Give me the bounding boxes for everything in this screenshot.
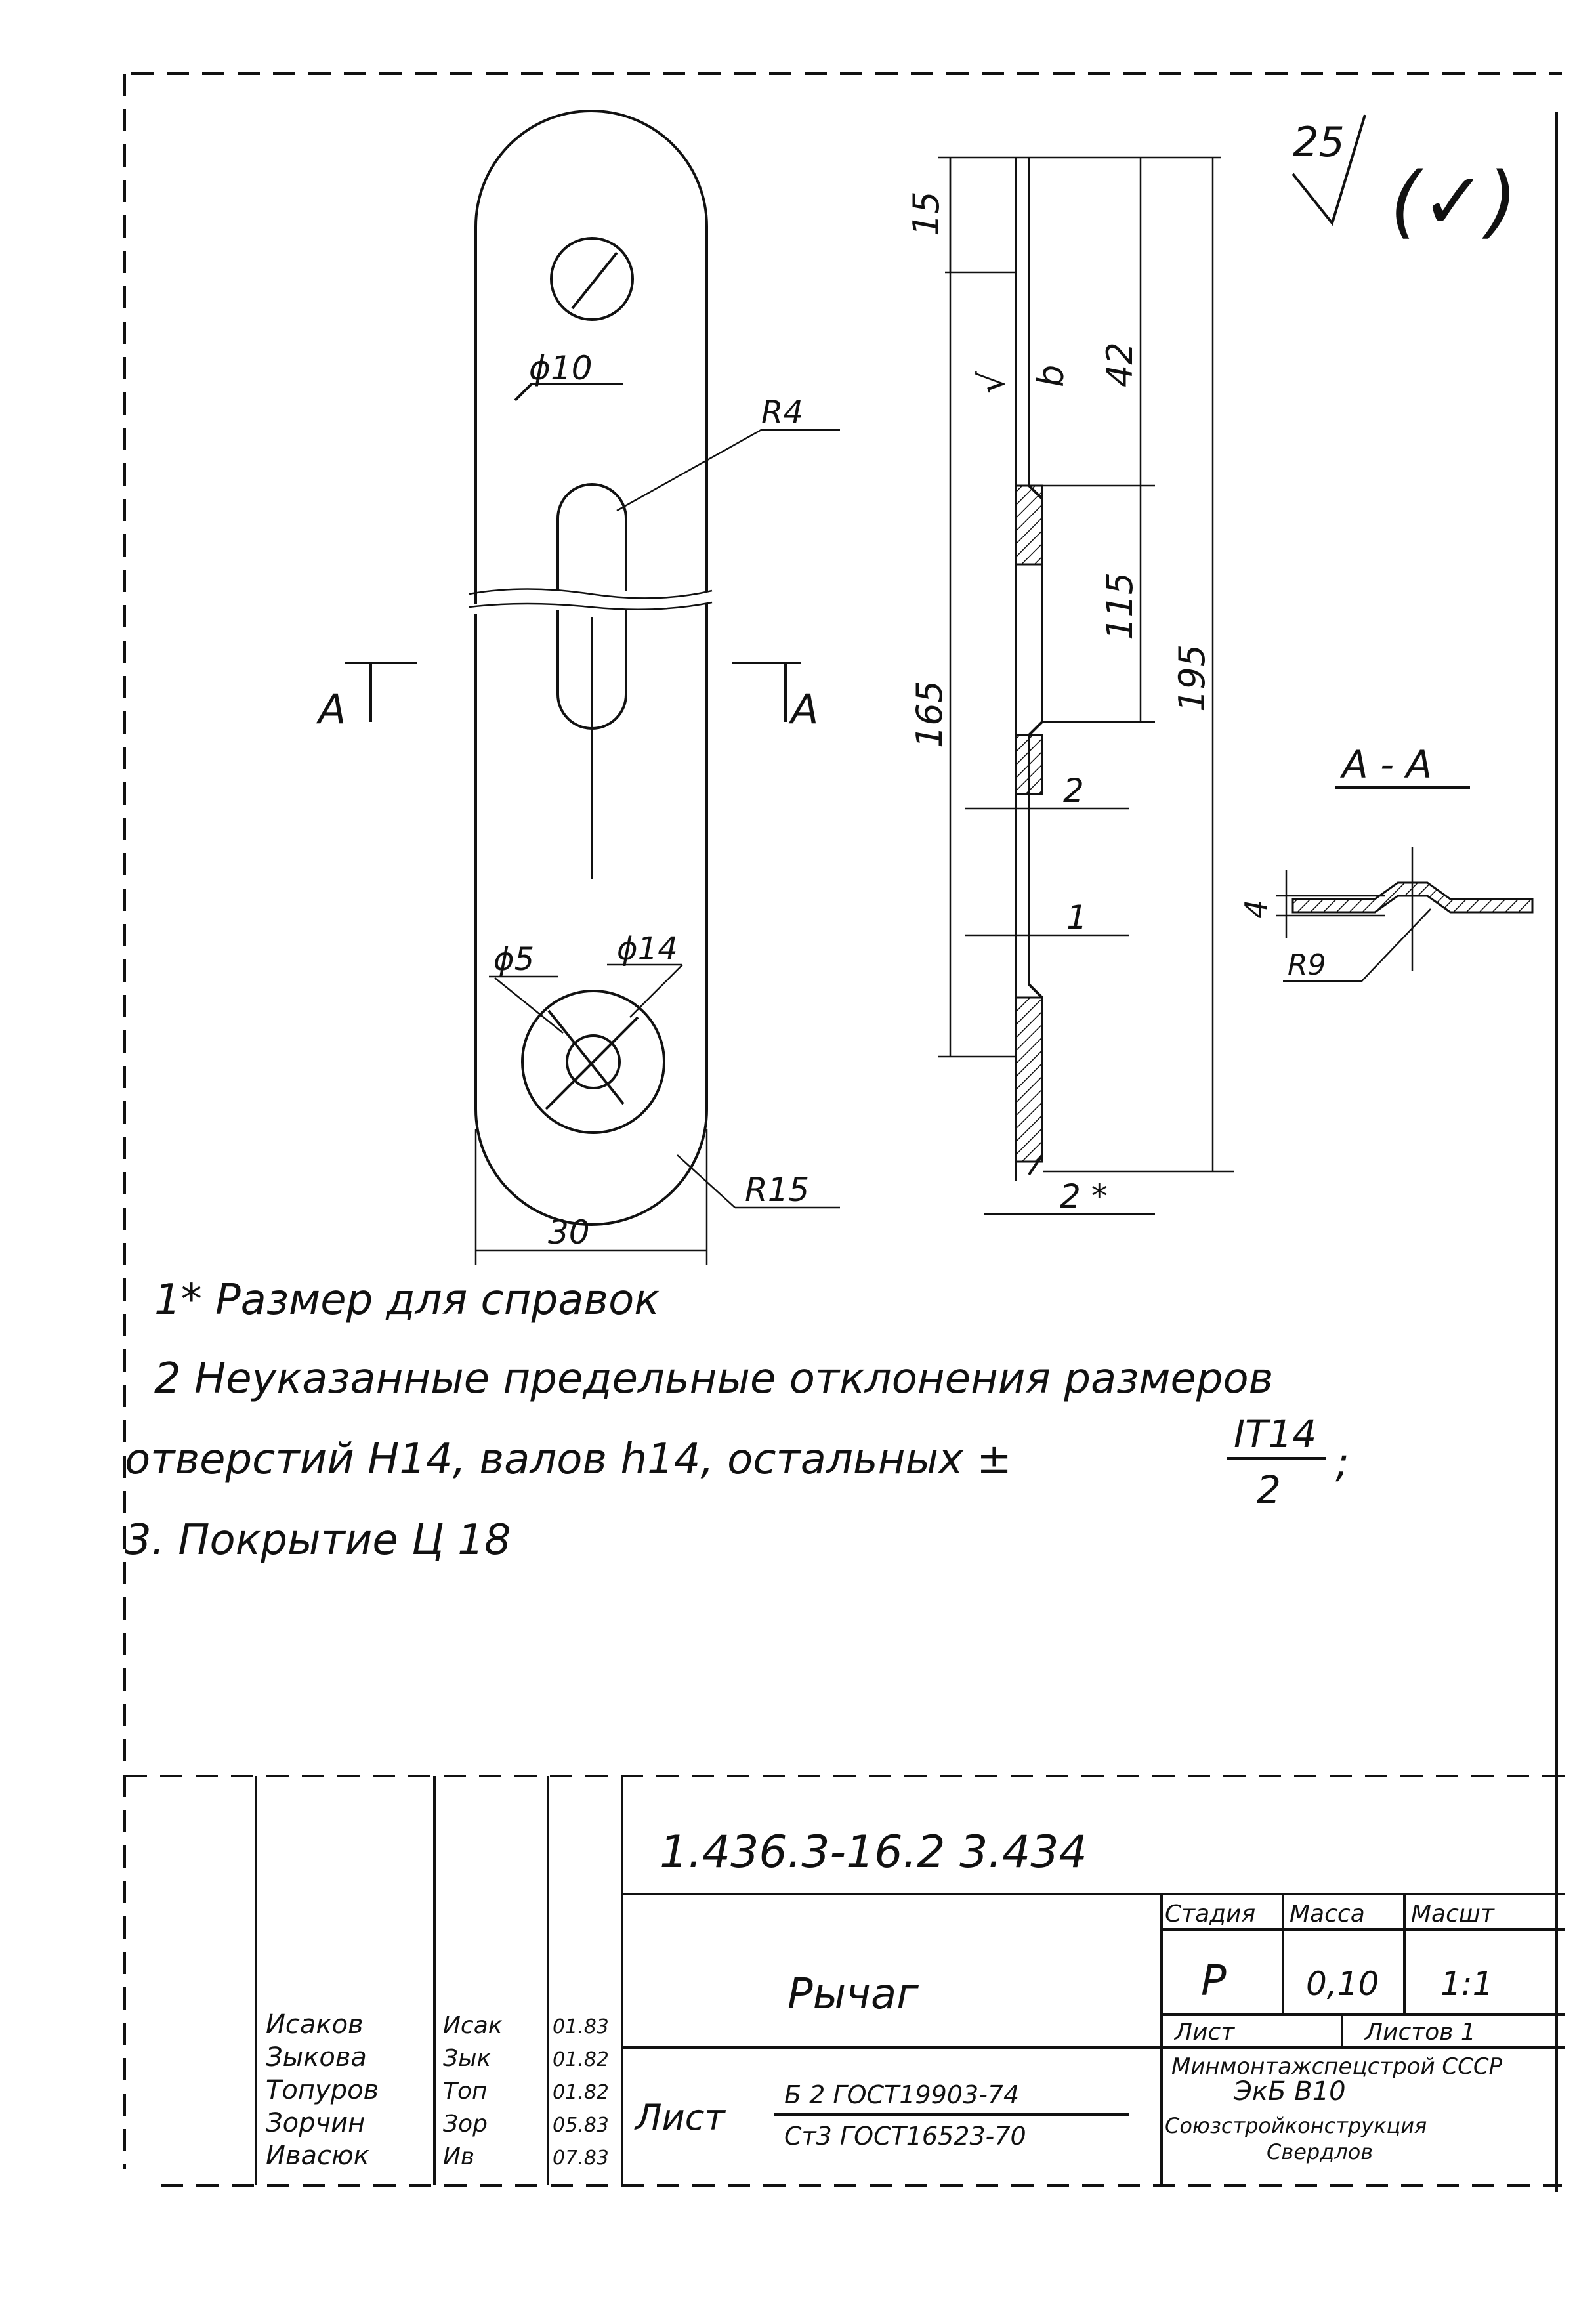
dim-outer-dia: ϕ14 <box>617 931 678 967</box>
side-view: 15 42 115 195 165 2 1 2 * √ b <box>906 156 1234 1215</box>
dim-165: 165 <box>909 681 950 748</box>
dim-2-ref: 2 * <box>1060 1177 1108 1215</box>
title-block: 1.436.3-16.2 3.434 Рычаг Стадия Масса Ма… <box>255 1776 1565 2185</box>
dim-2: 2 <box>1063 772 1084 810</box>
dim-1: 1 <box>1066 898 1087 937</box>
top-hole <box>550 237 634 321</box>
org-line-3: Союзстройконструкция <box>1165 2113 1427 2138</box>
dim-width: 30 <box>548 1213 590 1252</box>
note-fraction-den: 2 <box>1257 1467 1281 1512</box>
dim-115: 115 <box>1099 572 1141 640</box>
notes: 1* Размер для справок 2 Неуказанные пред… <box>125 1276 1349 1565</box>
name-2: Зыкова <box>266 2042 367 2073</box>
note-fraction-num: IT14 <box>1234 1412 1316 1456</box>
material-bottom: Ст3 ГОСТ16523-70 <box>784 2122 1026 2151</box>
name-3: Топуров <box>266 2075 379 2105</box>
hdr-stage: Стадия <box>1165 1901 1255 1927</box>
note-2: 2 Неуказанные предельные отклонения разм… <box>154 1355 1273 1403</box>
mark-right: b <box>1030 365 1072 387</box>
sign-1: Исак <box>443 2012 503 2039</box>
name-5: Ивасюк <box>266 2141 369 2171</box>
part-name: Рычаг <box>788 1970 919 2019</box>
dim-42: 42 <box>1099 342 1141 387</box>
material-top: Б 2 ГОСТ19903-74 <box>784 2080 1019 2109</box>
dim-end-radius: R15 <box>745 1171 809 1209</box>
name-1: Исаков <box>266 2010 364 2040</box>
dim-hole-dia: ϕ10 <box>529 349 593 387</box>
roughness-value: 25 <box>1293 118 1345 166</box>
sheet-label: Лист <box>1173 2019 1235 2046</box>
org-line-4: Свердлов <box>1267 2139 1373 2164</box>
material-label: Лист <box>634 2097 726 2138</box>
section-label-right: A <box>788 685 818 733</box>
note-fraction-tail: ; <box>1335 1439 1349 1486</box>
date-3: 01.82 <box>553 2081 609 2104</box>
date-2: 01.82 <box>553 2048 609 2071</box>
dim-15: 15 <box>906 191 947 236</box>
org-line-1: Минмонтажспецстрой СССР <box>1171 2053 1503 2080</box>
mass-value: 0,10 <box>1306 1965 1379 2003</box>
sheets-label: Листов 1 <box>1364 2019 1476 2046</box>
dim-4: 4 <box>1238 900 1274 919</box>
drawing-code: 1.436.3-16.2 3.434 <box>660 1826 1087 1878</box>
roughness-check: (✓) <box>1390 156 1517 247</box>
stage-value: Р <box>1201 1957 1227 2006</box>
org-line-2: ЭкБ В10 <box>1233 2076 1346 2107</box>
bottom-outer-circle <box>521 990 665 1134</box>
sign-3: Топ <box>443 2078 488 2105</box>
hdr-scale: Масшт <box>1411 1901 1495 1927</box>
note-2-cont: отверстий H14, валов h14, остальных ± <box>125 1435 1012 1484</box>
front-view: ϕ10 R4 ϕ5 ϕ14 R15 30 A A <box>316 110 840 1265</box>
dim-195: 195 <box>1171 644 1213 712</box>
date-1: 01.83 <box>553 2015 609 2038</box>
dim-r9: R9 <box>1288 948 1326 982</box>
sheet-frame <box>123 72 1565 2192</box>
date-4: 05.83 <box>553 2114 609 2137</box>
surface-roughness-symbol: 25 (✓) <box>1292 114 1517 247</box>
sign-2: Зык <box>443 2045 492 2072</box>
dim-inner-dia: ϕ5 <box>494 941 534 978</box>
section-a-a: A - A 4 R9 <box>1238 742 1534 982</box>
date-5: 07.83 <box>553 2147 609 2170</box>
scale-value: 1:1 <box>1440 1965 1493 2003</box>
sign-4: Зор <box>443 2111 488 2137</box>
name-4: Зорчин <box>266 2108 365 2138</box>
note-1: 1* Размер для справок <box>154 1276 660 1324</box>
mark-left: √ <box>971 371 1013 394</box>
bottom-inner-circle <box>566 1034 621 1089</box>
hdr-mass: Масса <box>1290 1901 1365 1927</box>
note-3: 3. Покрытие Ц 18 <box>125 1516 511 1565</box>
dim-slot-radius: R4 <box>761 394 803 431</box>
sign-5: Ив <box>443 2143 474 2170</box>
section-title: A - A <box>1339 742 1432 787</box>
section-label-left: A <box>316 685 346 733</box>
